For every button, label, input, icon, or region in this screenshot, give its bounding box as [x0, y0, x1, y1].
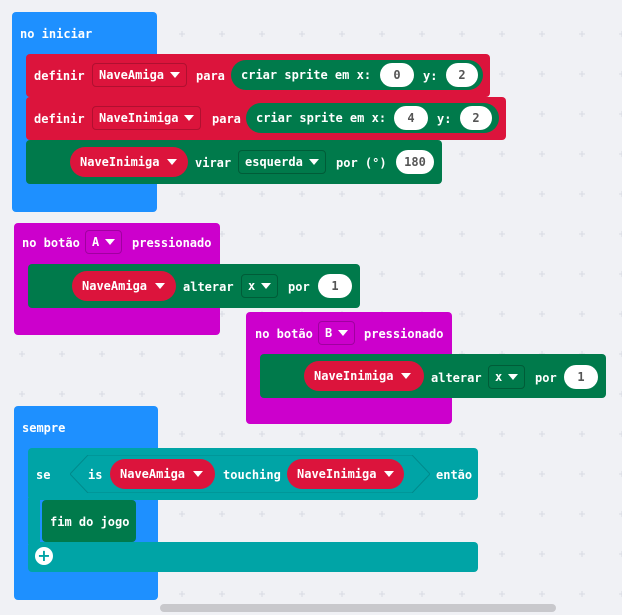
- by-degrees-label: por (°): [336, 156, 387, 170]
- horizontal-scrollbar[interactable]: [160, 604, 556, 612]
- create-sprite-block-2[interactable]: criar sprite em x:: [246, 103, 499, 133]
- chevron-down-icon: [261, 283, 272, 289]
- axis-dropdown-a[interactable]: x: [241, 274, 279, 298]
- y-label: y:: [437, 112, 452, 126]
- change-value-input-a[interactable]: 1: [318, 274, 352, 298]
- sprite-variable-nave-amiga[interactable]: NaveAmiga: [72, 271, 176, 301]
- chevron-down-icon: [338, 330, 349, 336]
- chevron-down-icon: [184, 115, 195, 121]
- y-input-2[interactable]: 2: [460, 106, 492, 130]
- is-label: is: [88, 468, 103, 482]
- then-label: então: [436, 468, 473, 482]
- sprite-variable-nave-inimiga[interactable]: NaveInimiga: [70, 147, 188, 177]
- button-dropdown-b[interactable]: B: [318, 321, 356, 345]
- to-label: para: [212, 112, 241, 126]
- chevron-down-icon: [105, 239, 116, 245]
- sprite-variable-nave-inimiga[interactable]: NaveInimiga: [304, 361, 424, 391]
- if-then-block-footer[interactable]: [28, 542, 478, 572]
- if-label: se: [36, 468, 51, 482]
- x-input-2[interactable]: 4: [394, 106, 428, 130]
- chevron-down-icon: [401, 373, 412, 379]
- chevron-down-icon: [170, 72, 181, 78]
- change-label: alterar: [183, 280, 234, 294]
- chevron-down-icon: [508, 374, 519, 380]
- variable-dropdown-nave-amiga[interactable]: NaveAmiga: [92, 63, 188, 87]
- x-input-1[interactable]: 0: [380, 63, 414, 87]
- chevron-down-icon: [384, 471, 395, 477]
- change-label: alterar: [431, 371, 482, 385]
- to-label: para: [196, 69, 225, 83]
- on-button-label: no botão: [22, 236, 80, 250]
- plus-icon[interactable]: +: [35, 547, 53, 565]
- degrees-input[interactable]: 180: [396, 150, 434, 174]
- chevron-down-icon: [167, 159, 178, 165]
- if-then-block-arm: [28, 498, 40, 544]
- direction-dropdown[interactable]: esquerda: [238, 150, 326, 174]
- variable-dropdown-nave-inimiga[interactable]: NaveInimiga: [92, 106, 202, 130]
- create-sprite-block-1[interactable]: criar sprite em x:: [231, 60, 483, 90]
- pressed-label: pressionado: [132, 236, 212, 250]
- button-dropdown-a[interactable]: A: [85, 230, 123, 254]
- game-over-label: fim do jogo: [50, 515, 130, 529]
- y-input-1[interactable]: 2: [446, 63, 478, 87]
- set-label: definir: [34, 112, 85, 126]
- y-label: y:: [423, 69, 438, 83]
- axis-dropdown-b[interactable]: x: [488, 365, 526, 389]
- on-start-label: no iniciar: [20, 27, 93, 41]
- by-label: por: [288, 280, 310, 294]
- on-button-label: no botão: [255, 327, 313, 341]
- touching-label: touching: [223, 468, 281, 482]
- by-label: por: [535, 371, 557, 385]
- chevron-down-icon: [193, 471, 204, 477]
- game-over-block[interactable]: [42, 500, 136, 542]
- chevron-down-icon: [308, 159, 319, 165]
- pressed-label: pressionado: [364, 327, 444, 341]
- turn-label: virar: [195, 156, 232, 170]
- sprite-variable-nave-inimiga[interactable]: NaveInimiga: [287, 459, 404, 489]
- set-label: definir: [34, 69, 85, 83]
- forever-label: sempre: [22, 421, 66, 435]
- sprite-variable-nave-amiga[interactable]: NaveAmiga: [110, 459, 215, 489]
- chevron-down-icon: [155, 283, 166, 289]
- change-value-input-b[interactable]: 1: [564, 365, 598, 389]
